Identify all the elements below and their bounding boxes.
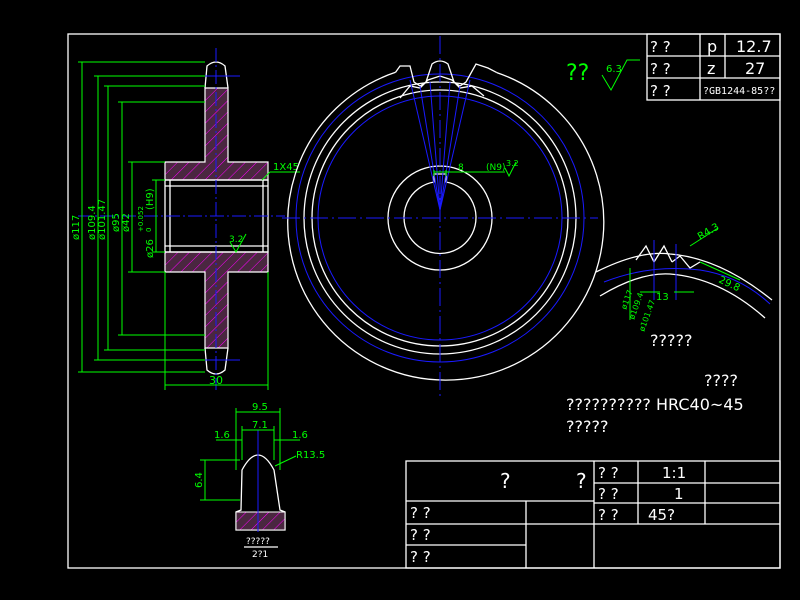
dim-d26: ø26 [145,239,156,258]
parameter-table: ? ? p 12.7 ? ? z 27 ? ? ?GB1244-85?? [646,33,781,101]
title-qty-label: ? ? [598,485,619,503]
tooth-dim-r43: R4.3 [696,222,721,243]
title-scale-value: 1:1 [662,464,686,482]
dim-bore-tol2: 0 [145,228,153,232]
dim-chamfer: 1X45 [273,162,299,173]
title-row-label-1: ? ? [410,504,431,522]
roughness-note-prefix: ?? [566,61,589,86]
tooth-detail-view: R4.3 29.8 13 ø117 ø109.4 ø101.47 ????? [595,222,773,350]
param-label-standard: ? ? [650,82,671,100]
dim-bore-tol: +0.052 [137,206,145,232]
tooth-profile-detail: 9.5 7.1 1.6 1.6 6.4 R13.5 ????? 2?1 [194,402,325,560]
profile-caption: ????? [246,537,270,547]
dim-roughness: 3.2 [229,235,243,245]
tooth-dim-298: 29.8 [717,275,742,294]
title-name-b: ? [576,469,587,493]
keyway-fit: (N9) [486,163,505,173]
notes-line-2: ????? [566,417,608,436]
tooth-detail-caption: ????? [650,331,692,350]
title-block: ? ? ? ? 1:1 ? ? 1 ? ? 45? ? ? ? ? ? ? [405,460,781,569]
tooth-dim-13: 13 [656,292,669,303]
sprocket-section-view: ø117 ø109.4 ø101.47 ø95 ø42 ø26 (H9) +0.… [71,48,300,390]
profile-dim-h: 6.4 [194,472,205,488]
profile-dim-w2: 7.1 [252,420,268,431]
param-value-teeth: 27 [745,59,765,78]
param-label-pitch: ? ? [650,38,671,56]
notes-line-1: ?????????? HRC40~45 [566,395,744,414]
profile-dim-c2: 1.6 [292,430,308,441]
title-material-value: 45? [648,506,675,524]
param-label-teeth: ? ? [650,60,671,78]
title-row-label-3: ? ? [410,548,431,566]
dim-d109: ø109.4 [87,205,98,240]
param-value-pitch: 12.7 [736,37,772,56]
roughness-note-value: 6.3 [606,64,622,75]
technical-notes: ???? ?????????? HRC40~45 ????? [566,371,744,436]
param-key-pitch: p [707,37,717,56]
profile-dim-r: R13.5 [296,450,325,461]
param-key-teeth: z [707,59,715,78]
dim-d117: ø117 [71,215,82,240]
notes-heading: ???? [704,371,738,390]
roughness-note: ?? 6.3 [566,59,640,92]
profile-scale: 2?1 [252,550,268,560]
profile-dim-w1: 9.5 [252,402,268,413]
param-value-standard: ?GB1244-85?? [703,86,775,97]
profile-dim-c1: 1.6 [214,430,230,441]
keyway-width: 8 [458,163,464,173]
dim-width: 30 [209,374,223,387]
title-scale-label: ? ? [598,464,619,482]
dim-d101: ø101.47 [97,199,108,240]
title-qty-value: 1 [674,485,684,503]
sprocket-front-view: 8 (N9) 3.2 [282,36,605,400]
dim-bore-fit: (H9) [145,188,156,210]
title-material-label: ? ? [598,506,619,524]
dim-d42: ø42 [121,213,132,232]
title-name-a: ? [500,469,511,493]
title-row-label-2: ? ? [410,526,431,544]
dim-d95: ø95 [111,213,122,232]
keyway-roughness: 3.2 [506,159,519,168]
